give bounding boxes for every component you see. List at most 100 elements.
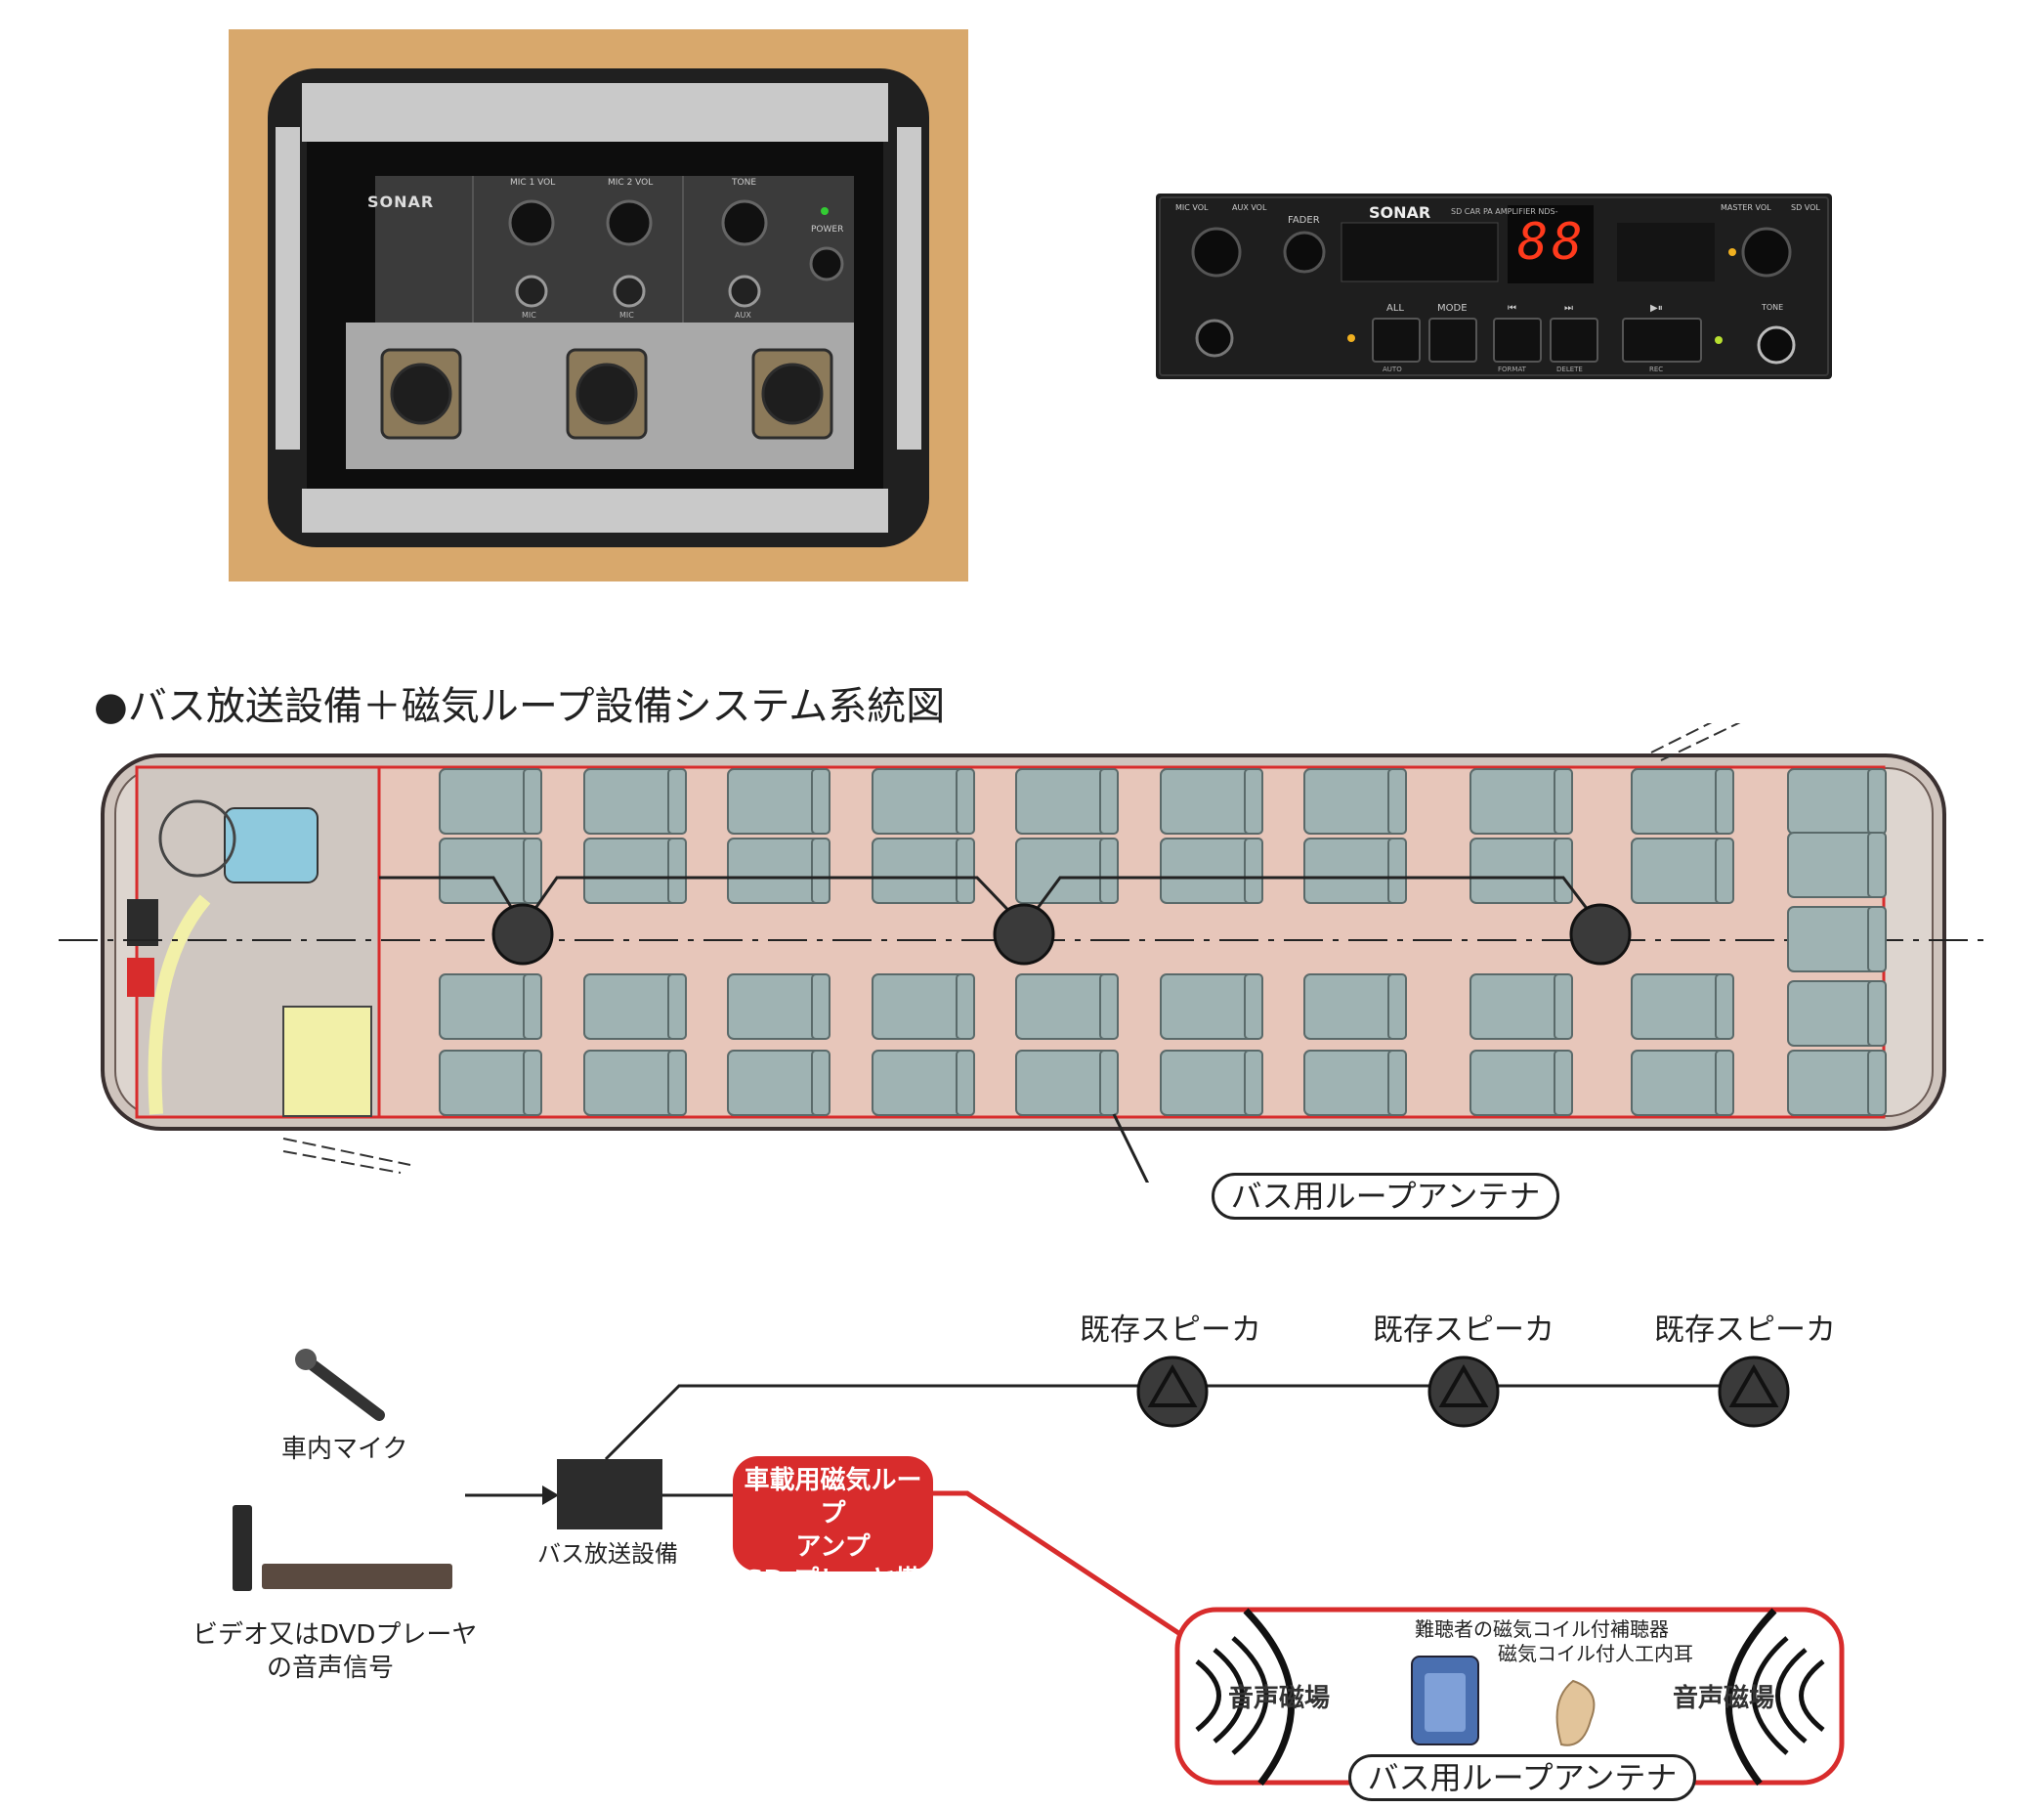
video-source-label-1: ビデオ又はDVDプレーヤ — [192, 1620, 478, 1650]
cabin-speaker — [993, 903, 1055, 966]
front-door — [282, 1006, 372, 1117]
seat-back — [1387, 838, 1407, 904]
mic1-vol-label: MIC 1 VOL — [510, 178, 556, 188]
seat-back — [956, 973, 975, 1040]
format-label: FORMAT — [1498, 366, 1526, 373]
auto-label: AUTO — [1383, 366, 1402, 373]
loop-amp-line-1: 車載用磁気ループ — [744, 1466, 922, 1528]
seat-back — [1099, 1050, 1119, 1116]
fader-label: FADER — [1288, 215, 1320, 226]
seat-back — [1715, 973, 1734, 1040]
hearing-aid-caption: 難聴者の磁気コイル付補聴器 — [1415, 1617, 1669, 1641]
speaker-label: 既存スピーカ — [1373, 1313, 1554, 1348]
loop-amplifier-box: 車載用磁気ループ アンプ SD プレーヤ搭載 — [733, 1456, 933, 1628]
seat-back — [956, 1050, 975, 1116]
seat-back — [667, 768, 687, 835]
seat-back — [1099, 973, 1119, 1040]
field-label-right: 音声磁場 — [1673, 1684, 1775, 1713]
broadcast-unit-label: バス放送設備 — [537, 1540, 678, 1568]
mic-label: 車内マイク — [281, 1435, 408, 1464]
power-label: POWER — [811, 225, 844, 235]
seat-back — [1554, 973, 1573, 1040]
seat-back — [667, 1050, 687, 1116]
speaker-icon — [1427, 1356, 1500, 1428]
speaker-icon — [1718, 1356, 1790, 1428]
portable-amplifier-photo: SONAR MIC 1 VOL MIC 2 VOL TONE POWER MIC… — [229, 29, 968, 581]
car-amp-model: SD CAR PA AMPLIFIER NDS- — [1451, 207, 1558, 216]
seat-back — [811, 838, 830, 904]
prev-button: ⏮ — [1508, 303, 1516, 314]
section-title: ●バス放送設備＋磁気ループ設備システム系統図 — [94, 684, 946, 729]
seat-back — [1867, 906, 1887, 972]
speaker-icon — [1136, 1356, 1209, 1428]
mic1-jack-label: MIC — [522, 311, 536, 320]
driver-seat — [224, 807, 319, 883]
seat-back — [1099, 838, 1119, 904]
seat-back — [1244, 1050, 1263, 1116]
bus-loop-antenna-label: バス用ループアンテナ — [1212, 1173, 1559, 1220]
remote-icon — [233, 1505, 252, 1591]
seat-back — [667, 973, 687, 1040]
loop-amp-marker — [127, 958, 154, 997]
loop-amp-line-2: アンプ — [795, 1532, 871, 1562]
car-amp-display: 88 — [1517, 213, 1587, 272]
car-tone-label: TONE — [1762, 303, 1784, 312]
speaker-label: 既存スピーカ — [1654, 1313, 1836, 1348]
cochlear-implant-icon — [1555, 1679, 1596, 1746]
seat-back — [1387, 1050, 1407, 1116]
mode-button: MODE — [1437, 303, 1468, 314]
seat-back — [523, 973, 542, 1040]
mic2-jack-label: MIC — [619, 311, 634, 320]
seat-back — [1244, 768, 1263, 835]
broadcast-unit-marker — [127, 899, 158, 946]
steering-wheel — [158, 799, 236, 878]
seat-back — [1715, 838, 1734, 904]
seat-back — [1244, 973, 1263, 1040]
seat-back — [1554, 768, 1573, 835]
seat-back — [956, 768, 975, 835]
bus-floor-plan — [59, 723, 1988, 1183]
rec-label: REC — [1649, 366, 1664, 373]
seat-back — [1867, 980, 1887, 1047]
seat-back — [1715, 1050, 1734, 1116]
seat-back — [1387, 973, 1407, 1040]
car-amplifier-photo: SONAR SD CAR PA AMPLIFIER NDS- 88 MIC VO… — [1156, 194, 1832, 379]
mic-vol-label: MIC VOL — [1175, 203, 1209, 212]
video-source-label-2: の音声信号 — [267, 1654, 395, 1683]
seat-back — [1867, 1050, 1887, 1116]
speaker-label: 既存スピーカ — [1080, 1313, 1261, 1348]
loop-amp-line-3: SD プレーヤ搭載 — [745, 1566, 921, 1628]
seat-back — [667, 838, 687, 904]
seat-back — [1554, 838, 1573, 904]
seat-back — [523, 768, 542, 835]
seat-back — [1554, 1050, 1573, 1116]
delete-label: DELETE — [1556, 366, 1583, 373]
seat-back — [1867, 768, 1887, 835]
cochlear-implant-caption: 磁気コイル付人工内耳 — [1498, 1642, 1693, 1665]
master-vol-label: MASTER VOL — [1721, 203, 1771, 212]
seat-back — [956, 838, 975, 904]
mic2-vol-label: MIC 2 VOL — [608, 178, 654, 188]
seat-back — [523, 1050, 542, 1116]
seat-back — [1867, 832, 1887, 898]
field-label-left: 音声磁場 — [1228, 1684, 1331, 1713]
magnetic-field-right-icon — [1725, 1608, 1825, 1786]
dvd-player-icon — [262, 1564, 452, 1589]
aux-vol-label: AUX VOL — [1232, 203, 1267, 212]
all-button: ALL — [1386, 303, 1404, 314]
magnetic-field-left-icon — [1195, 1608, 1296, 1786]
seat-back — [811, 973, 830, 1040]
seat-back — [811, 1050, 830, 1116]
car-amp-brand: SONAR — [1369, 203, 1431, 222]
seat-back — [1099, 768, 1119, 835]
next-button: ⏭ — [1564, 303, 1573, 314]
cabin-speaker — [491, 903, 554, 966]
sd-vol-label: SD VOL — [1791, 203, 1820, 212]
play-button: ▶⏸ — [1650, 303, 1663, 314]
broadcast-unit-box — [557, 1459, 662, 1529]
hearing-loop-antenna-label: バス用ループアンテナ — [1348, 1754, 1696, 1801]
microphone-icon — [295, 1349, 385, 1421]
seat-back — [1244, 838, 1263, 904]
seat-back — [1715, 768, 1734, 835]
seat-back — [523, 838, 542, 904]
